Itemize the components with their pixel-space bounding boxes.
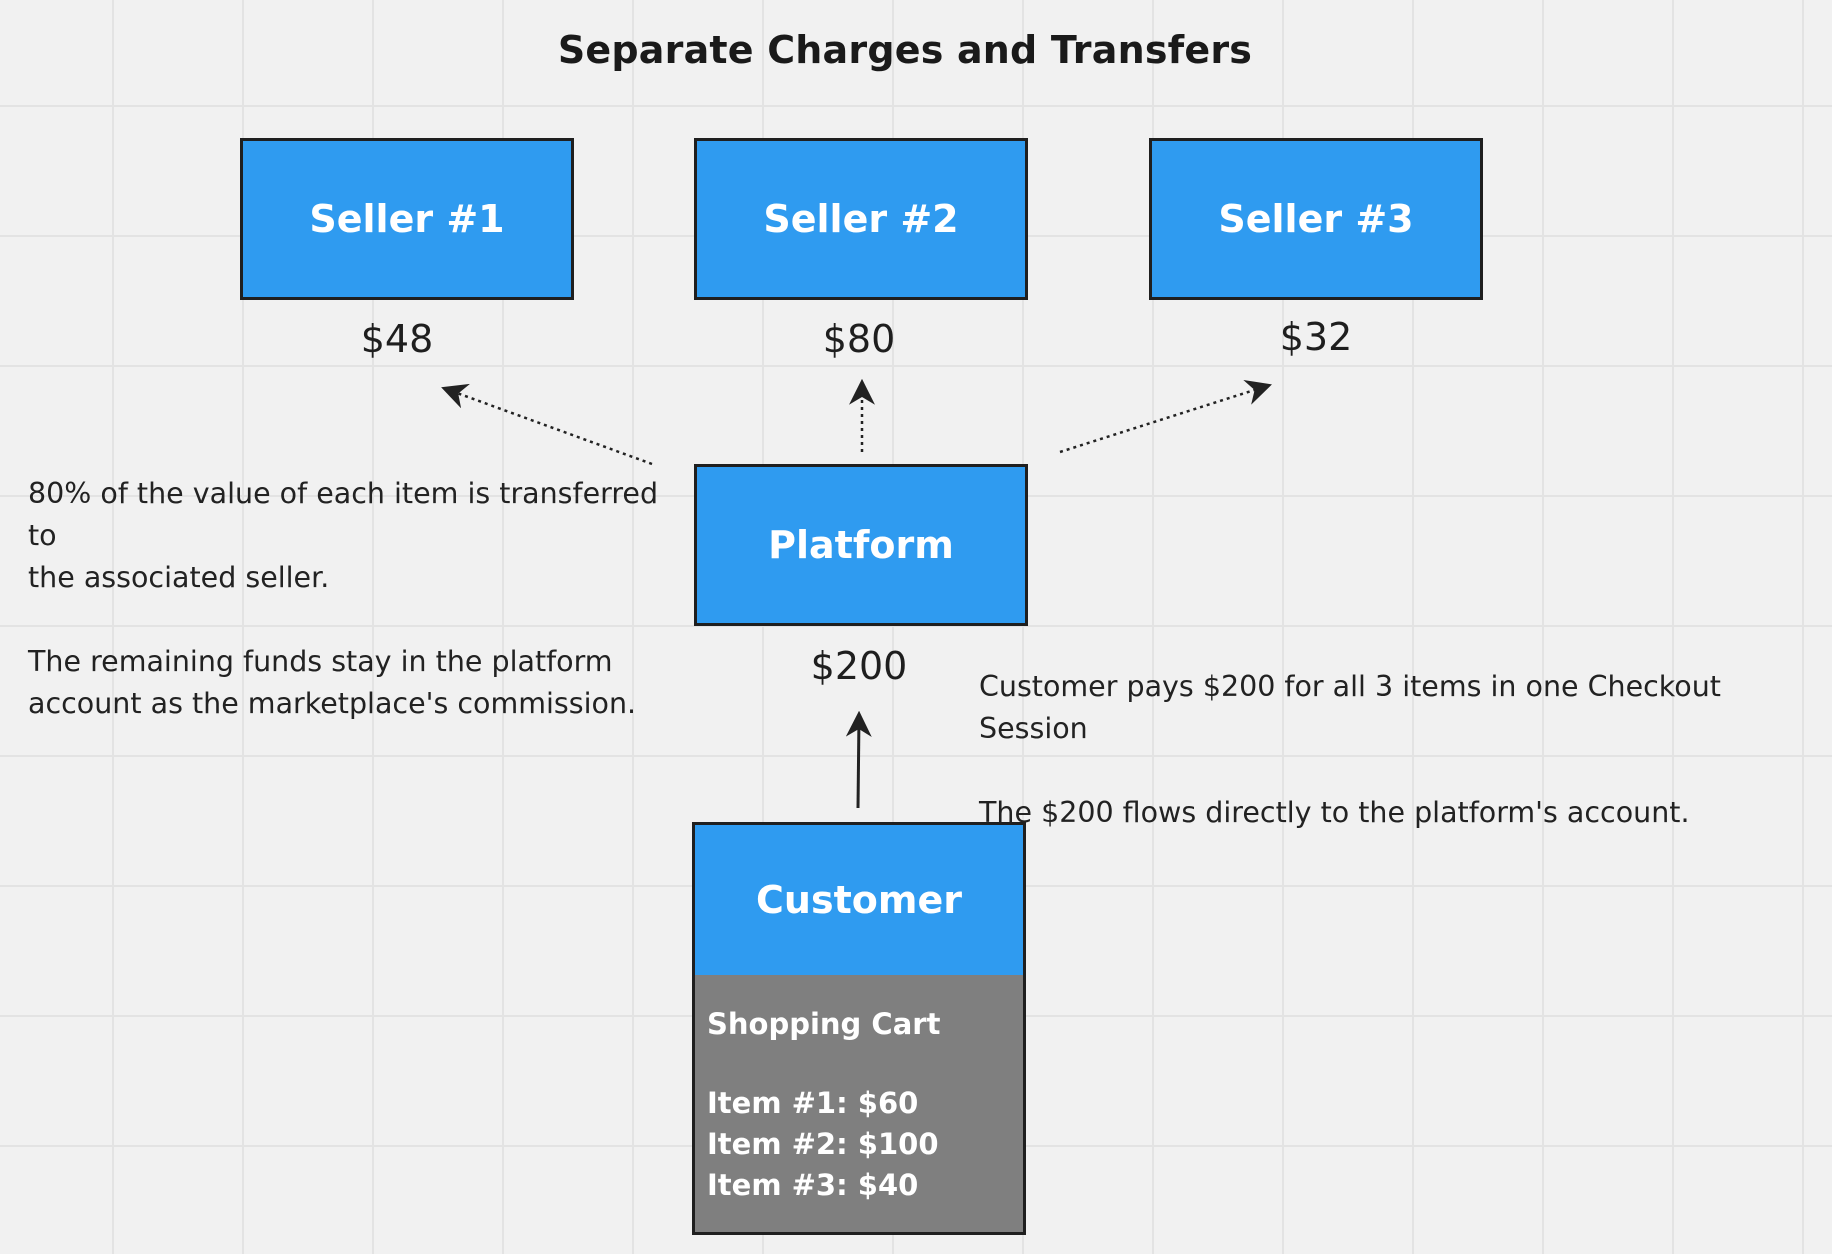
shopping-cart-title: Shopping Cart	[707, 1007, 941, 1041]
cart-item: Item #2: $100	[707, 1127, 939, 1161]
transfer-arrow-seller-3	[1059, 379, 1272, 454]
cart-item-list: Item #1: $60 Item #2: $100 Item #3: $40	[707, 1083, 1023, 1206]
transfer-arrow-seller-1	[441, 383, 653, 466]
seller-2-node[interactable]: Seller #2	[694, 138, 1028, 300]
cart-item: Item #3: $40	[707, 1168, 919, 1202]
platform-amount: $200	[810, 644, 908, 688]
cart-item: Item #1: $60	[707, 1086, 919, 1120]
seller-2-amount: $80	[822, 317, 896, 361]
seller-3-amount: $32	[1279, 315, 1353, 359]
seller-1-node[interactable]: Seller #1	[240, 138, 574, 300]
payment-arrow-platform	[845, 710, 872, 809]
seller-3-node[interactable]: Seller #3	[1149, 138, 1483, 300]
shopping-cart: Shopping Cart Item #1: $60 Item #2: $100…	[692, 975, 1026, 1235]
diagram-title: Separate Charges and Transfers	[557, 28, 1253, 72]
transfer-note: 80% of the value of each item is transfe…	[28, 477, 659, 720]
platform-node[interactable]: Platform	[694, 464, 1028, 626]
payment-note: Customer pays $200 for all 3 items in on…	[979, 670, 1721, 829]
seller-1-amount: $48	[360, 317, 434, 361]
